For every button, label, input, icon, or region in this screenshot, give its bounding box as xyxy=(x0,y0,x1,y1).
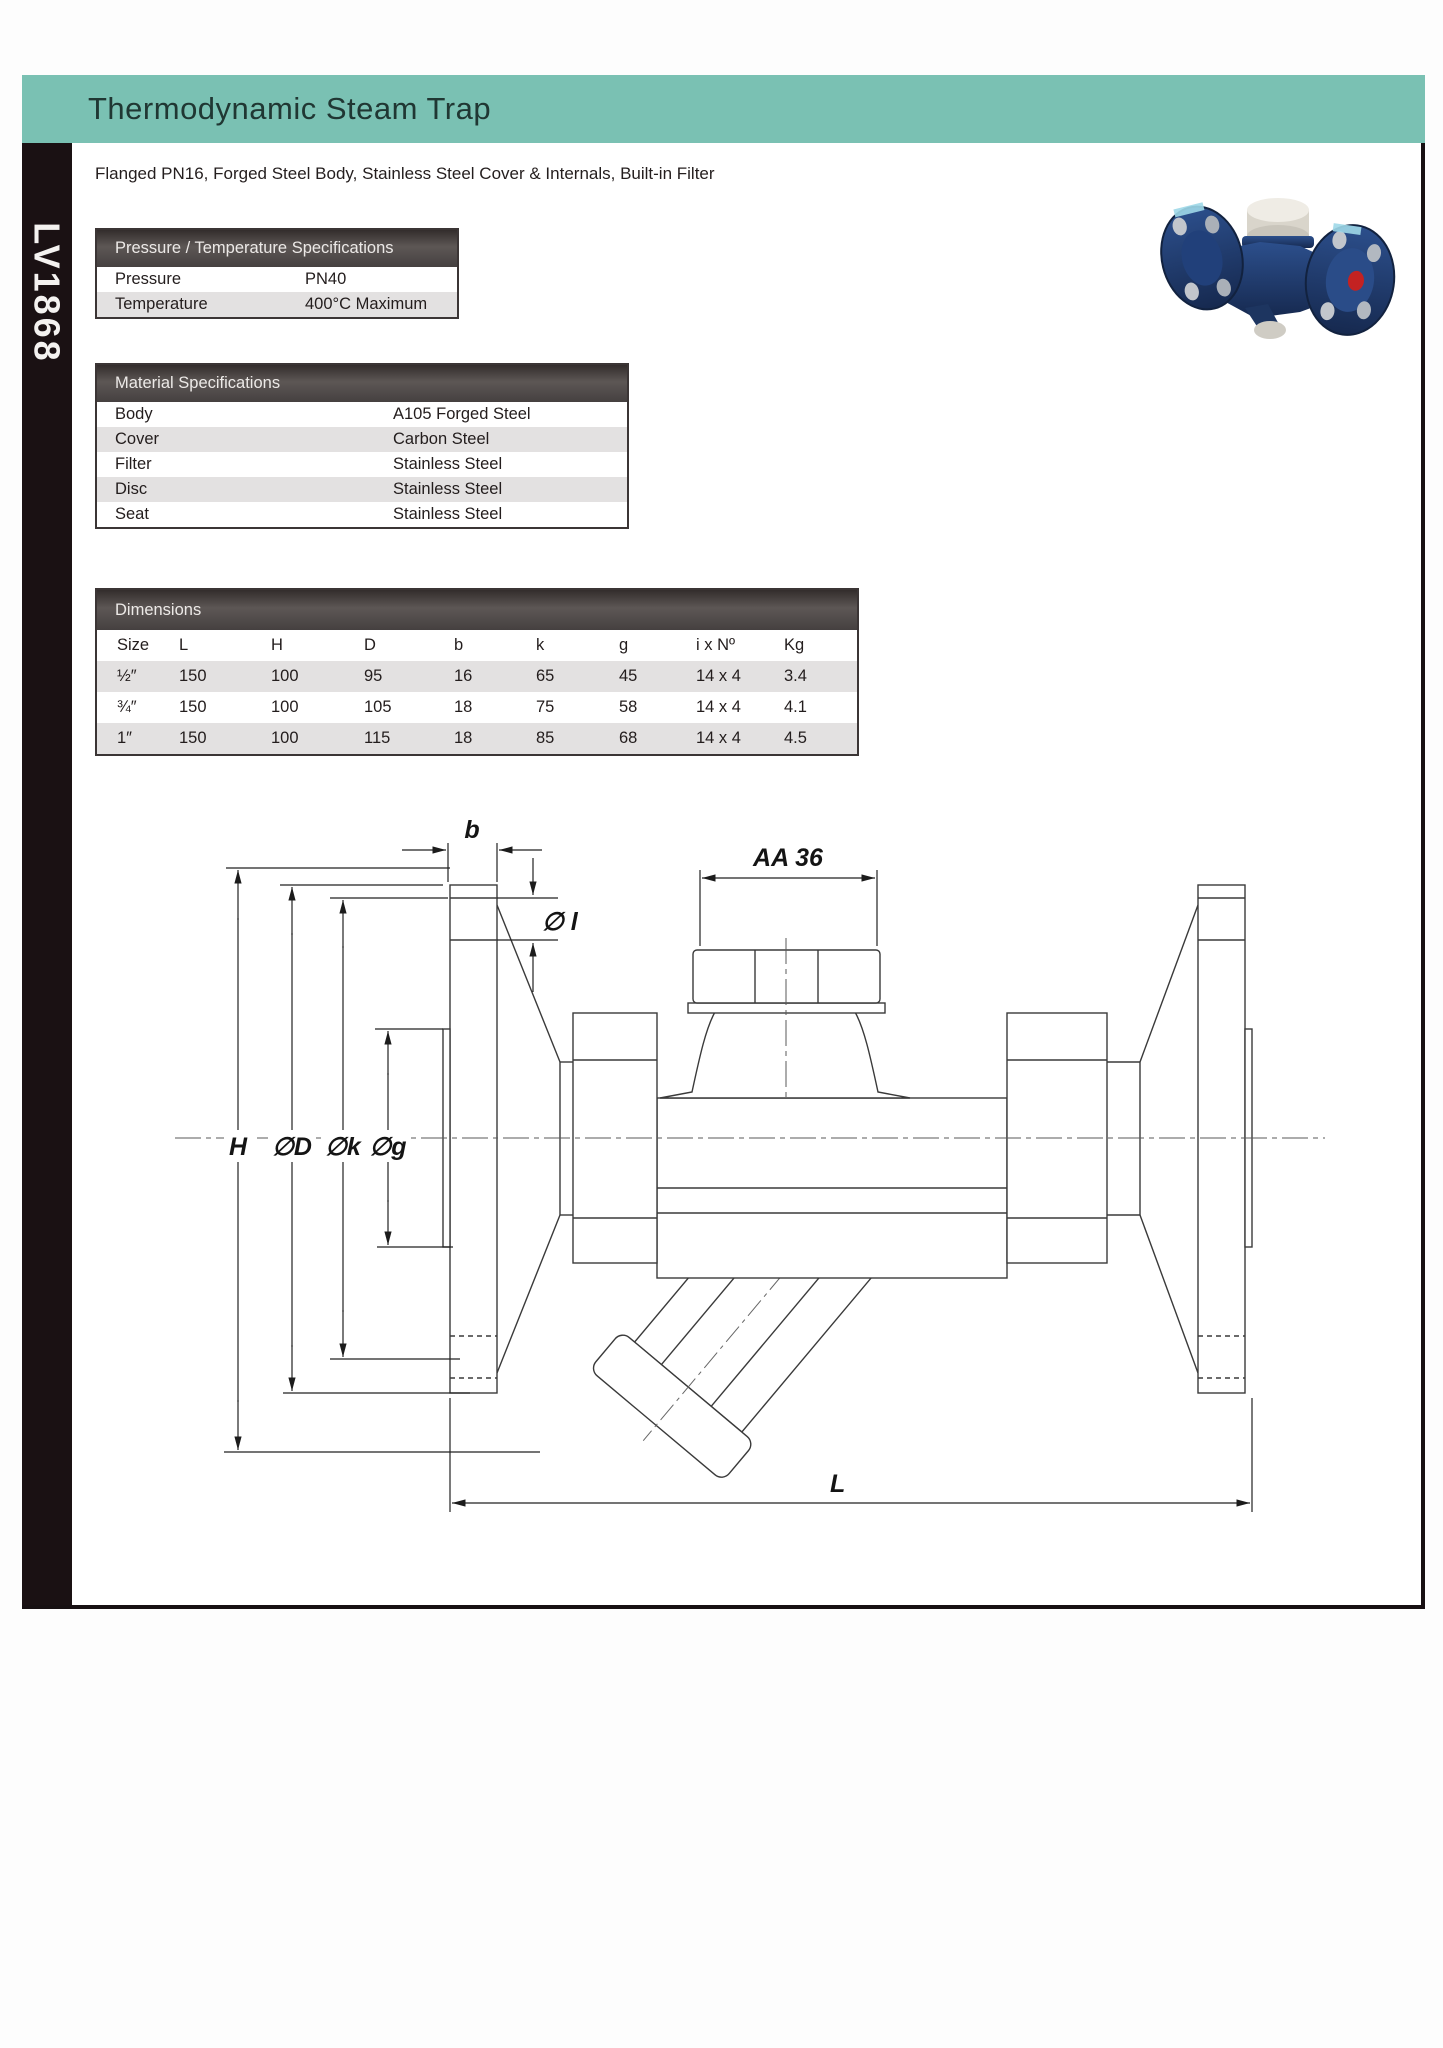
dim-label-l: ∅ l xyxy=(542,908,579,936)
table-row: Body A105 Forged Steel xyxy=(97,402,627,427)
cell: 100 xyxy=(271,698,299,716)
dim-label-L: L xyxy=(830,1470,845,1498)
table-row: ½″ 150 100 95 16 65 45 14 x 4 3.4 xyxy=(97,661,857,692)
dim-label-k: ∅k xyxy=(325,1133,362,1161)
cell: 18 xyxy=(454,698,473,716)
page-title: Thermodynamic Steam Trap xyxy=(88,91,492,126)
table-row: ¾″ 150 100 105 18 75 58 14 x 4 4.1 xyxy=(97,692,857,723)
cell: 150 xyxy=(179,698,207,716)
cell: 150 xyxy=(179,667,207,685)
cell: 100 xyxy=(271,729,299,747)
row-value: Stainless Steel xyxy=(393,480,503,498)
product-code: LV1868 xyxy=(27,222,69,364)
title-band: Thermodynamic Steam Trap xyxy=(22,75,1425,143)
cell: 16 xyxy=(454,667,473,685)
col-header: b xyxy=(454,636,464,654)
table-row: Disc Stainless Steel xyxy=(97,477,627,502)
cell: 1″ xyxy=(117,729,133,747)
photo-right-flange xyxy=(1304,223,1396,336)
dimensions-header-row: Size L H D b k g i x Nº Kg xyxy=(97,630,857,661)
technical-drawing: b ∅ l AA 36 H ∅D ∅k xyxy=(175,816,1325,1512)
table-row: Pressure PN40 xyxy=(97,267,457,292)
cell: 150 xyxy=(179,729,207,747)
col-header: H xyxy=(271,636,283,654)
pressure-temp-table: Pressure / Temperature Specifications Pr… xyxy=(95,228,459,319)
materials-table: Material Specifications Body A105 Forged… xyxy=(95,363,629,529)
row-label: Pressure xyxy=(115,270,182,288)
row-label: Cover xyxy=(115,430,160,448)
cell: 85 xyxy=(536,729,555,747)
cell: 14 x 4 xyxy=(696,667,741,685)
left-flange xyxy=(442,884,498,1394)
cell: ¾″ xyxy=(117,698,137,716)
product-code-wrap: LV1868 xyxy=(22,153,72,433)
cell: 18 xyxy=(454,729,473,747)
right-flange xyxy=(1197,884,1253,1394)
cell: 68 xyxy=(619,729,638,747)
row-label: Temperature xyxy=(115,295,208,313)
dimensions-table: Dimensions Size L H D b k g i x Nº Kg ½″… xyxy=(95,588,859,756)
cell: ½″ xyxy=(117,667,137,685)
materials-table-title: Material Specifications xyxy=(97,365,627,402)
cell: 14 x 4 xyxy=(696,729,741,747)
cell: 4.1 xyxy=(784,698,807,716)
cell: 95 xyxy=(364,667,383,685)
row-value: A105 Forged Steel xyxy=(393,405,531,423)
row-label: Disc xyxy=(115,480,148,498)
col-header: Size xyxy=(117,636,150,654)
col-header: Kg xyxy=(784,636,805,654)
cell: 65 xyxy=(536,667,555,685)
pressure-temp-table-title: Pressure / Temperature Specifications xyxy=(97,230,457,267)
cover-dome xyxy=(659,1011,911,1099)
row-value: PN40 xyxy=(305,270,347,288)
dim-label-aa: AA 36 xyxy=(752,844,824,872)
table-row: Seat Stainless Steel xyxy=(97,502,627,527)
dim-label-b: b xyxy=(464,816,479,844)
product-photo xyxy=(1160,198,1396,339)
cell: 58 xyxy=(619,698,638,716)
row-label: Filter xyxy=(115,455,152,473)
dim-label-H: H xyxy=(229,1133,248,1161)
row-value: 400°C Maximum xyxy=(305,295,428,313)
cell: 3.4 xyxy=(784,667,807,685)
sidebar: LV1868 xyxy=(22,143,72,1605)
row-label: Seat xyxy=(115,505,149,523)
photo-red-dot xyxy=(1347,270,1364,291)
cell: 115 xyxy=(364,729,391,747)
col-header: L xyxy=(179,636,189,654)
row-label: Body xyxy=(115,405,153,423)
table-row: Cover Carbon Steel xyxy=(97,427,627,452)
cell: 45 xyxy=(619,667,638,685)
table-row: Temperature 400°C Maximum xyxy=(97,292,457,317)
dim-label-D: ∅D xyxy=(272,1133,312,1161)
col-header: g xyxy=(619,636,629,654)
row-value: Stainless Steel xyxy=(393,505,503,523)
table-row: 1″ 150 100 115 18 85 68 14 x 4 4.5 xyxy=(97,723,857,754)
row-value: Stainless Steel xyxy=(393,455,503,473)
row-value: Carbon Steel xyxy=(393,430,490,448)
subtitle: Flanged PN16, Forged Steel Body, Stainle… xyxy=(95,164,715,183)
photo-left-flange xyxy=(1160,202,1244,311)
dimensions-table-title: Dimensions xyxy=(97,590,857,630)
col-header: D xyxy=(364,636,376,654)
cell: 100 xyxy=(271,667,299,685)
col-header: i x Nº xyxy=(696,636,736,654)
cell: 105 xyxy=(364,698,392,716)
dim-label-g: ∅g xyxy=(369,1133,406,1161)
dimension-annotations: b ∅ l AA 36 H ∅D ∅k xyxy=(224,816,1253,1512)
col-header: k xyxy=(536,636,545,654)
photo-cap xyxy=(1242,198,1314,248)
cell: 14 x 4 xyxy=(696,698,741,716)
table-row: Filter Stainless Steel xyxy=(97,452,627,477)
cell: 4.5 xyxy=(784,729,807,747)
cell: 75 xyxy=(536,698,555,716)
